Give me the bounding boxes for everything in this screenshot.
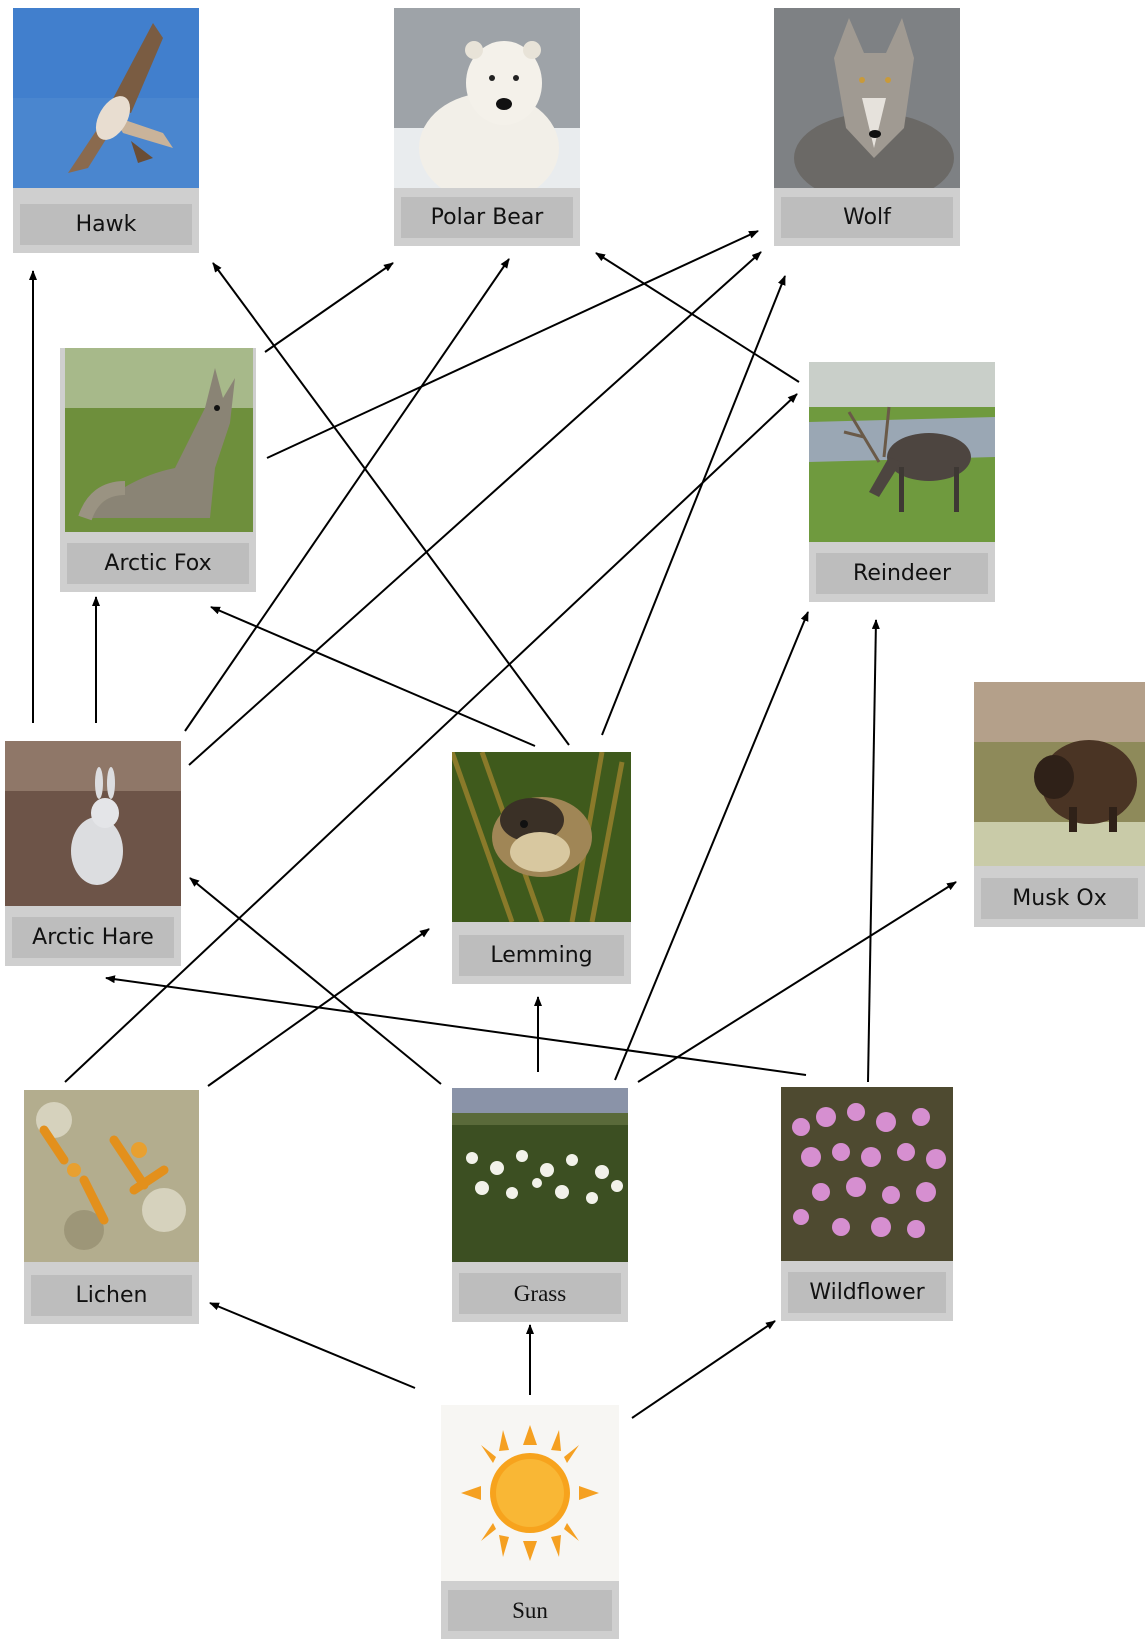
grass-photo — [452, 1088, 628, 1262]
node-arctic-hare: Arctic Hare — [5, 741, 181, 966]
lichen-photo — [24, 1090, 199, 1262]
sun-icon — [441, 1405, 619, 1581]
node-label: Grass — [459, 1273, 621, 1314]
node-wolf: Wolf — [774, 8, 960, 246]
node-wildflower: Wildflower — [781, 1087, 953, 1321]
node-polar-bear: Polar Bear — [394, 8, 580, 246]
node-label: Sun — [448, 1590, 612, 1631]
arrow-sun-to-wildflower — [631, 1320, 776, 1419]
arrow-grass-to-arctic-hare — [189, 877, 442, 1085]
node-sun: Sun — [441, 1405, 619, 1639]
polar-bear-photo — [394, 8, 580, 188]
node-label: Arctic Fox — [67, 543, 249, 584]
node-label: Lichen — [31, 1275, 192, 1316]
arrow-arctic-hare-to-wolf — [188, 251, 762, 766]
arrow-grass-to-reindeer — [614, 611, 809, 1081]
node-hawk: Hawk — [13, 8, 199, 253]
node-lemming: Lemming — [452, 752, 631, 984]
arrow-arctic-hare-to-polar-bear — [184, 258, 510, 732]
arrow-wildflower-to-reindeer — [867, 619, 880, 1083]
node-label: Wildflower — [788, 1272, 946, 1313]
node-label: Polar Bear — [401, 197, 573, 238]
hawk-photo — [13, 8, 199, 188]
arrow-wildflower-to-arctic-hare — [105, 975, 807, 1076]
node-label: Arctic Hare — [12, 917, 174, 958]
node-label: Lemming — [459, 935, 624, 976]
arrow-arctic-fox-to-polar-bear — [264, 262, 394, 353]
node-arctic-fox: Arctic Fox — [60, 348, 256, 592]
wildflower-photo — [781, 1087, 953, 1261]
arctic-fox-photo — [65, 348, 253, 532]
arctic-hare-photo — [5, 741, 181, 906]
arrow-reindeer-to-polar-bear — [595, 252, 800, 383]
arrow-lemming-to-arctic-fox — [210, 606, 536, 747]
node-label: Musk Ox — [981, 878, 1138, 919]
wolf-photo — [774, 8, 960, 188]
musk-ox-photo — [974, 682, 1145, 866]
arrow-lemming-to-wolf — [601, 275, 786, 736]
node-label: Reindeer — [816, 553, 988, 594]
node-reindeer: Reindeer — [809, 362, 995, 602]
lemming-photo — [452, 752, 631, 922]
arrow-arctic-fox-to-wolf — [266, 230, 759, 459]
node-musk-ox: Musk Ox — [974, 682, 1145, 927]
node-grass: Grass — [452, 1088, 628, 1322]
arrow-grass-to-musk-ox — [637, 881, 957, 1083]
arrow-sun-to-lichen — [209, 1302, 416, 1389]
node-lichen: Lichen — [24, 1090, 199, 1324]
node-label: Wolf — [781, 197, 953, 238]
arrow-lemming-to-hawk — [212, 262, 570, 746]
node-label: Hawk — [20, 204, 192, 245]
reindeer-photo — [809, 362, 995, 542]
arrow-lichen-to-reindeer — [64, 393, 798, 1083]
